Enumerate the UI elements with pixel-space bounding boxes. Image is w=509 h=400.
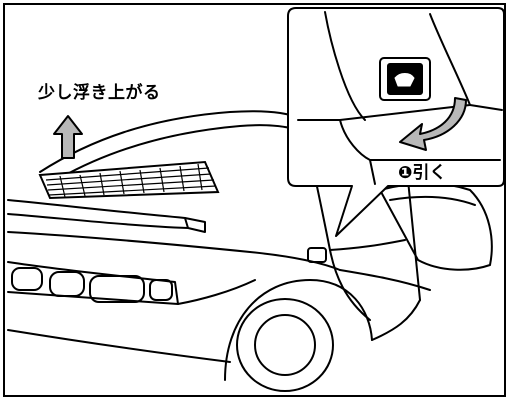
pull-label: ❶引く <box>398 163 447 183</box>
engine-cover-grille <box>38 160 220 200</box>
lift-label: 少し浮き上がる <box>38 83 161 103</box>
lift-arrow <box>53 115 83 159</box>
callout-bubble <box>287 7 505 237</box>
outer-border <box>3 3 506 397</box>
callout-interior <box>297 11 503 185</box>
pull-arrow <box>399 97 467 151</box>
